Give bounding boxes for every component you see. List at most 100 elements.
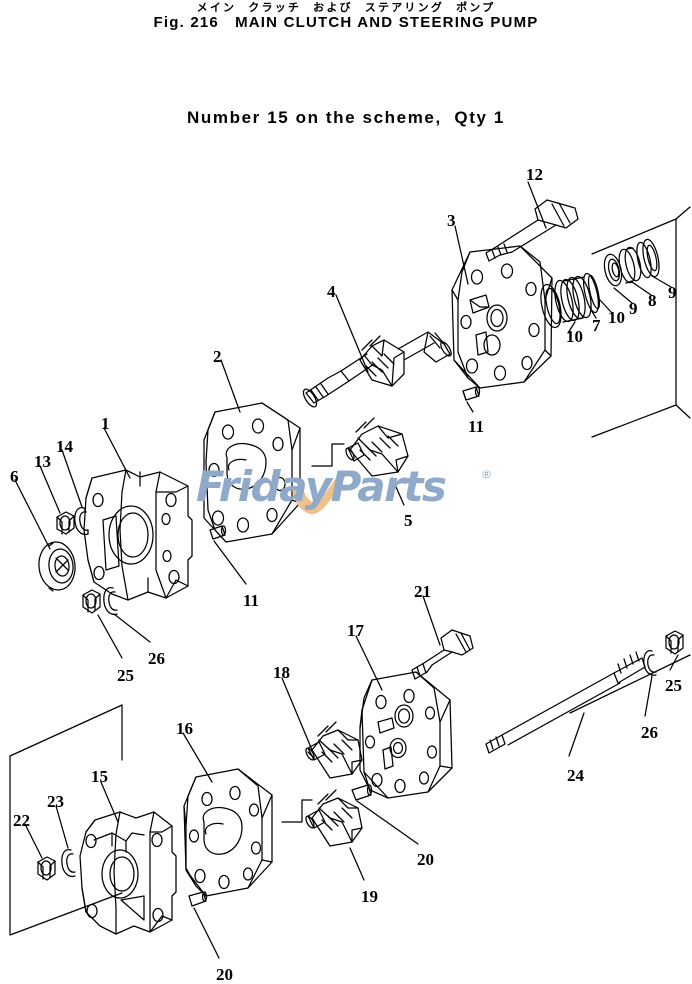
leader-9-a: [613, 287, 633, 304]
callout-11: 11: [243, 591, 260, 610]
page-subtitle: Number 15 on the scheme, Qty 1: [187, 108, 505, 127]
nut-25-right: [665, 630, 684, 655]
japanese-title: メイン クラッチ および ステアリング ポンプ: [196, 1, 496, 14]
cover-plate-16: [183, 768, 273, 897]
callout-20: 20: [216, 965, 233, 984]
bolt-21: [411, 629, 474, 680]
snap-ring-26: [103, 587, 118, 616]
callout-15: 15: [91, 767, 108, 786]
figure-title: Fig. 216 MAIN CLUTCH AND STEERING PUMP: [153, 14, 539, 31]
callout-17: 17: [347, 621, 364, 640]
leader-20-bottom: [193, 907, 220, 959]
snap-ring-14: [74, 507, 89, 536]
leader-4: [335, 294, 369, 373]
leader-7: [589, 307, 597, 319]
callout-10: 10: [608, 308, 625, 327]
seal-ring-10-a: [540, 283, 562, 329]
leader-8: [631, 281, 652, 296]
leader-25-right: [669, 654, 679, 671]
callout-7: 7: [592, 316, 601, 335]
element-8: [618, 246, 642, 284]
connector-step-upper: [311, 443, 345, 467]
washer-26-right: [643, 650, 657, 676]
callout-6: 6: [10, 467, 19, 486]
leader-19: [349, 847, 365, 881]
oil-seal-6: [38, 541, 76, 592]
leader-10-a: [567, 321, 576, 334]
callout-14: 14: [56, 437, 73, 456]
leader-21: [422, 595, 441, 646]
drive-shaft-gear-4: [302, 331, 452, 408]
leader-18: [281, 677, 313, 751]
leader-26-right: [644, 675, 653, 717]
callout-18: 18: [273, 663, 290, 682]
leader-6: [14, 479, 51, 550]
bolt-12: [485, 199, 579, 262]
leader-17: [355, 635, 383, 691]
leader-20-middle: [356, 800, 419, 845]
leader-10-b: [599, 299, 613, 314]
pump-body-17: [359, 671, 453, 799]
lower-left-frame-panel: [9, 704, 123, 936]
leader-11-lower: [213, 540, 247, 585]
callout-25: 25: [117, 666, 134, 685]
leader-5: [391, 477, 405, 506]
callout-16: 16: [176, 719, 193, 738]
callout-3: 3: [447, 211, 456, 230]
nut-13: [56, 511, 75, 535]
callout-22: 22: [13, 811, 30, 830]
pump-housing-1: [83, 469, 193, 601]
callout-25: 25: [665, 676, 682, 695]
leader-16: [182, 732, 213, 783]
callout-19: 19: [361, 887, 378, 906]
callout-26: 26: [641, 723, 658, 742]
leader-1: [103, 427, 131, 479]
long-stud-24: [485, 651, 646, 754]
cover-plate-2: [203, 402, 301, 543]
pump-housing-15: [79, 811, 177, 935]
callout-9: 9: [668, 283, 677, 302]
leader-2: [220, 359, 241, 413]
pin-11-upper: [462, 386, 481, 401]
callout-4: 4: [327, 282, 336, 301]
leader-23: [55, 805, 69, 849]
upper-right-frame-panel: [591, 206, 691, 438]
gear-18: [305, 721, 363, 779]
nut-22: [37, 856, 56, 881]
nut-25: [82, 589, 101, 614]
leader-15: [100, 781, 119, 823]
callout-8: 8: [648, 291, 657, 310]
callout-13: 13: [34, 452, 51, 471]
callout-26: 26: [148, 649, 165, 668]
leader-14: [61, 449, 83, 508]
leader-12: [527, 181, 547, 229]
spring-pack-7: [554, 275, 592, 323]
leader-24: [568, 712, 585, 757]
seal-ring-10-b: [582, 272, 601, 314]
callout-11: 11: [468, 417, 485, 436]
leader-13: [39, 465, 61, 514]
callout-24: 24: [567, 766, 584, 785]
driven-gear-5: [345, 417, 409, 477]
connector-step-center: [281, 799, 313, 823]
washer-9-a: [603, 253, 623, 287]
washer-9-b: [636, 238, 660, 279]
callout-20: 20: [417, 850, 434, 869]
callout-5: 5: [404, 511, 413, 530]
leader-25-a: [97, 614, 123, 659]
callout-23: 23: [47, 792, 64, 811]
pin-20-middle: [351, 784, 373, 801]
lower-right-frame-panel: [569, 654, 691, 714]
callout-1: 1: [101, 414, 110, 433]
callout-9: 9: [629, 299, 638, 318]
gear-19: [305, 789, 363, 847]
pump-body-3: [451, 245, 553, 389]
leader-9-b: [651, 275, 672, 288]
pin-11-lower: [209, 525, 227, 540]
leader-26-a: [113, 613, 151, 643]
snap-ring-23: [61, 849, 76, 878]
callout-2: 2: [213, 347, 222, 366]
callout-12: 12: [526, 165, 543, 184]
